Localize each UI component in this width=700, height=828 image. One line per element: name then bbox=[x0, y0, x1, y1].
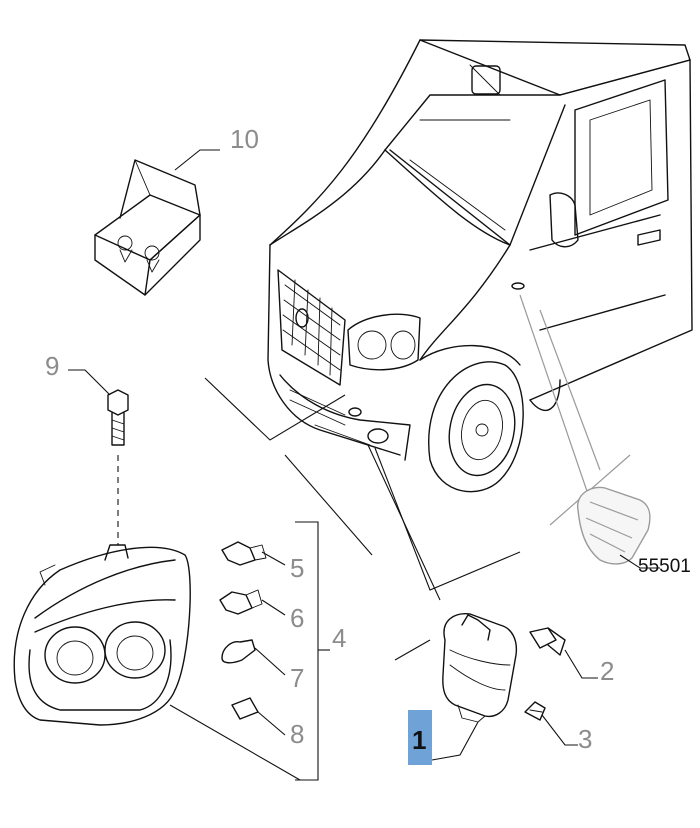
part-1-screw[interactable] bbox=[529, 627, 566, 656]
callout-10[interactable]: 10 bbox=[230, 124, 259, 154]
guide-repeater-1 bbox=[519, 294, 591, 501]
van-illustration bbox=[267, 39, 693, 493]
part-7-bulb[interactable] bbox=[221, 639, 256, 664]
leader-9 bbox=[68, 369, 111, 396]
part-10-bulb-kit[interactable] bbox=[94, 159, 201, 296]
guide-headlamp bbox=[169, 704, 301, 781]
leader-1 bbox=[564, 649, 598, 679]
leader-5 bbox=[261, 551, 286, 566]
bracket-4 bbox=[295, 521, 319, 781]
callout-6[interactable]: 6 bbox=[290, 603, 304, 633]
callout-9[interactable]: 9 bbox=[45, 351, 59, 381]
leader-3 bbox=[541, 714, 578, 746]
guide-van-headlamp-2 bbox=[284, 454, 373, 556]
leader-8 bbox=[257, 711, 286, 736]
callout-8[interactable]: 8 bbox=[290, 719, 304, 749]
callout-5[interactable]: 5 bbox=[290, 553, 304, 583]
callout-4[interactable]: 4 bbox=[332, 623, 346, 653]
part-3-screw[interactable] bbox=[524, 701, 546, 721]
part-5-bulb[interactable] bbox=[221, 541, 267, 566]
part-9-bolt[interactable] bbox=[107, 389, 129, 446]
part-8-bulb[interactable] bbox=[231, 697, 259, 720]
leader-55501 bbox=[619, 554, 660, 569]
callout-2[interactable]: 1 bbox=[412, 725, 426, 755]
part-6-bulb[interactable] bbox=[219, 589, 263, 615]
part-55501-side-repeater[interactable] bbox=[576, 486, 651, 565]
callout-7[interactable]: 7 bbox=[290, 663, 304, 693]
callout-1[interactable]: 2 bbox=[600, 656, 614, 686]
part-2-fog-lamp[interactable] bbox=[442, 613, 518, 723]
guide-repeater-2 bbox=[539, 309, 601, 471]
selected-callout-highlight bbox=[408, 710, 432, 765]
guide-fog-2 bbox=[374, 447, 521, 591]
callout-3[interactable]: 3 bbox=[578, 724, 592, 754]
leader-7 bbox=[254, 647, 286, 676]
leader-6 bbox=[261, 599, 286, 616]
leader-2 bbox=[431, 721, 479, 761]
callout-55501[interactable]: 55501 bbox=[638, 556, 691, 577]
headlamp-assembly[interactable] bbox=[13, 544, 191, 726]
leader-10 bbox=[174, 149, 220, 171]
guide-fog-3 bbox=[394, 639, 431, 661]
guide-van-headlamp bbox=[204, 377, 346, 441]
